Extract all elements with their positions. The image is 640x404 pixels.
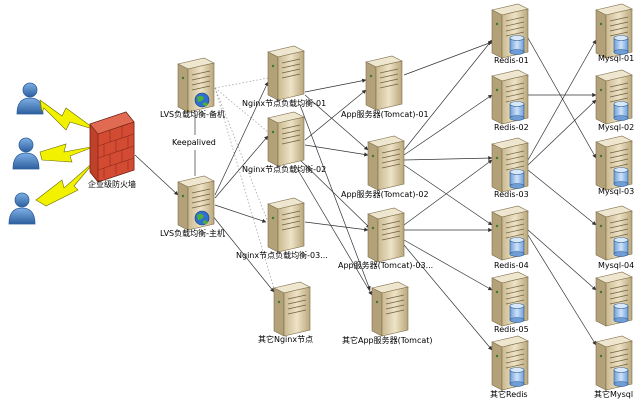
nginx-other-label: 其它Nginx节点 <box>258 334 313 344</box>
database-icon <box>509 35 525 55</box>
users-group <box>8 82 44 225</box>
app-other-server-icon <box>371 281 409 337</box>
user-icon <box>8 192 36 225</box>
database-icon <box>613 167 629 187</box>
redis-02-label: Redis-02 <box>494 123 529 132</box>
redis-01-server-icon <box>491 3 529 59</box>
app-01-label: App服务器(Tomcat)-01 <box>341 109 429 119</box>
lvs-main-server-icon <box>177 175 215 231</box>
database-icon <box>509 101 525 121</box>
nginx-01-server-icon <box>267 45 305 101</box>
redis-05-label: Redis-05 <box>494 325 529 334</box>
database-icon <box>613 101 629 121</box>
globe-icon <box>194 92 210 108</box>
mysql-05-server-icon <box>595 271 633 327</box>
app-03-label: App服务器(Tomcat)-03... <box>338 260 433 270</box>
nginx-03-server-icon <box>267 197 305 253</box>
keepalived-label: Keepalived <box>172 138 216 147</box>
database-icon <box>509 237 525 257</box>
servers-layer <box>177 3 633 391</box>
mysql-01-label: Mysql-01 <box>598 54 634 63</box>
globe-icon <box>194 210 210 226</box>
firewall-label: 企业级防火墙 <box>88 179 136 189</box>
redis-03-server-icon <box>491 137 529 193</box>
lvs-backup-label: LVS负载均衡-备机 <box>160 109 225 119</box>
app-02-server-icon <box>367 135 405 191</box>
database-icon <box>613 367 629 387</box>
user-icon <box>16 82 44 115</box>
connections <box>134 37 597 351</box>
app-01-server-icon <box>365 55 403 111</box>
nginx-02-label: Nginx节点负载均衡-02 <box>242 164 326 174</box>
nginx-02-server-icon <box>267 111 305 167</box>
database-icon <box>613 303 629 323</box>
mysql-01-server-icon <box>595 3 633 59</box>
nginx-03-label: Nginx节点负载均衡-03... <box>236 250 328 260</box>
database-icon <box>613 35 629 55</box>
lvs-main-label: LVS负载均衡-主机 <box>160 228 225 238</box>
mysql-other-server-icon <box>595 335 633 391</box>
mysql-03-server-icon <box>595 135 633 191</box>
redis-other-server-icon <box>491 335 529 391</box>
database-icon <box>509 303 525 323</box>
mysql-other-label: 其它Mysql <box>594 389 633 399</box>
database-icon <box>509 169 525 189</box>
redis-02-server-icon <box>491 69 529 125</box>
labels: 企业级防火墙 LVS负载均衡-备机 Keepalived LVS负载均衡-主机 … <box>88 54 634 399</box>
nginx-other-server-icon <box>273 281 311 337</box>
mysql-02-label: Mysql-02 <box>598 123 634 132</box>
redis-04-server-icon <box>491 205 529 261</box>
mysql-03-label: Mysql-03 <box>598 187 634 196</box>
redis-05-server-icon <box>491 271 529 327</box>
app-03-server-icon <box>367 207 405 263</box>
mysql-04-server-icon <box>595 205 633 261</box>
mysql-04-label: Mysql-04 <box>598 261 634 270</box>
lvs-backup-server-icon <box>177 57 215 113</box>
firewall-icon <box>89 111 135 183</box>
redis-03-label: Redis-03 <box>494 190 529 199</box>
user-icon <box>12 137 40 170</box>
redis-other-label: 其它Redis <box>490 389 528 399</box>
app-02-label: App服务器(Tomcat)-02 <box>341 189 429 199</box>
mysql-02-server-icon <box>595 69 633 125</box>
redis-04-label: Redis-04 <box>494 261 529 270</box>
database-icon <box>509 367 525 387</box>
nginx-01-label: Nginx节点负载均衡-01 <box>242 98 326 108</box>
database-icon <box>613 237 629 257</box>
lightning-icon <box>35 99 97 207</box>
app-other-label: 其它App服务器(Tomcat) <box>342 335 433 345</box>
redis-01-label: Redis-01 <box>494 56 529 65</box>
